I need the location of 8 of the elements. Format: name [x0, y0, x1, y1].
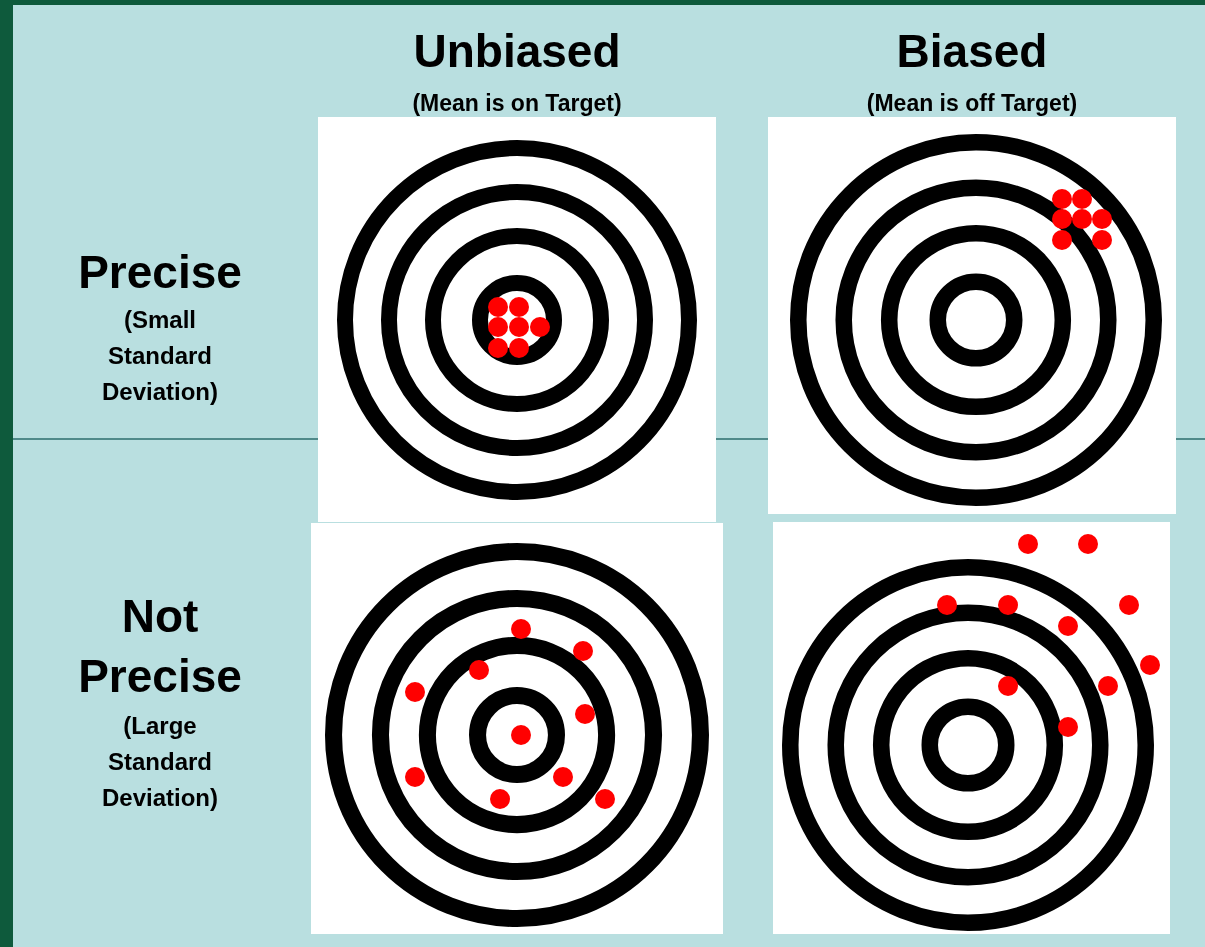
row-subheading: (Small Standard Deviation) — [101, 305, 219, 407]
column-heading: Biased — [895, 24, 1049, 79]
column-heading: Unbiased — [412, 24, 622, 79]
row-heading: Not Precise — [77, 589, 243, 704]
row-heading: Precise — [77, 245, 243, 300]
column-subheading: (Mean is off Target) — [865, 89, 1079, 118]
column-subheading: (Mean is on Target) — [411, 89, 623, 118]
row-subheading: (Large Standard Deviation) — [101, 711, 219, 813]
